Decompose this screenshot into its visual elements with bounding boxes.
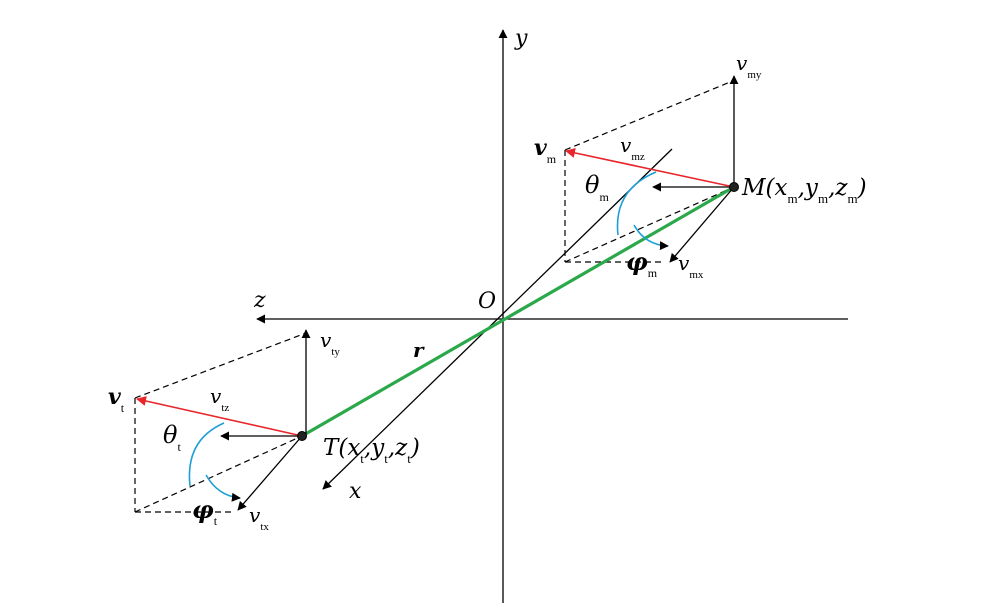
phi-m-arc [633, 224, 669, 251]
missile-projection-dashes [564, 79, 736, 263]
vmy-label: vmy [736, 51, 762, 81]
vmx-vector [669, 186, 735, 263]
vty-label: vty [320, 328, 340, 358]
vtz-label: vtz [210, 384, 229, 414]
missile-point-label: M(xm,ym,zm) [741, 175, 867, 206]
axis-z-label: z [253, 288, 266, 313]
range-label: r [413, 338, 425, 362]
target-point-label: T(xt,yt,zt) [323, 435, 420, 466]
theta-m-label: θm [585, 171, 609, 204]
target-point [297, 431, 307, 441]
vtx-label: vtx [249, 503, 269, 533]
target-projection-dashes [134, 332, 307, 513]
line-of-sight [301, 185, 735, 438]
phi-m-label: φm [626, 247, 658, 280]
svg-text:M(xm,ym,zm): M(xm,ym,zm) [741, 175, 867, 206]
phi-t-arc [205, 474, 241, 502]
vmz-label: vmz [620, 133, 645, 163]
svg-text:T(xt,yt,zt): T(xt,yt,zt) [323, 435, 420, 466]
axis-y-label: y [514, 26, 528, 51]
vm-vector [565, 147, 735, 188]
origin-label: O [478, 289, 496, 314]
phi-t-label: φt [192, 495, 218, 528]
missile-point [729, 182, 739, 192]
theta-m-arc [616, 171, 657, 236]
theta-t-arc [188, 422, 225, 487]
theta-t-label: θt [163, 421, 181, 454]
x-axis [322, 148, 673, 490]
vt-label: vt [108, 384, 125, 415]
vmx-label: vmx [678, 251, 704, 281]
vt-vector [136, 396, 303, 437]
vm-label: vm [534, 135, 557, 166]
vtx-vector [237, 435, 303, 511]
axis-x-label: x [349, 479, 362, 504]
